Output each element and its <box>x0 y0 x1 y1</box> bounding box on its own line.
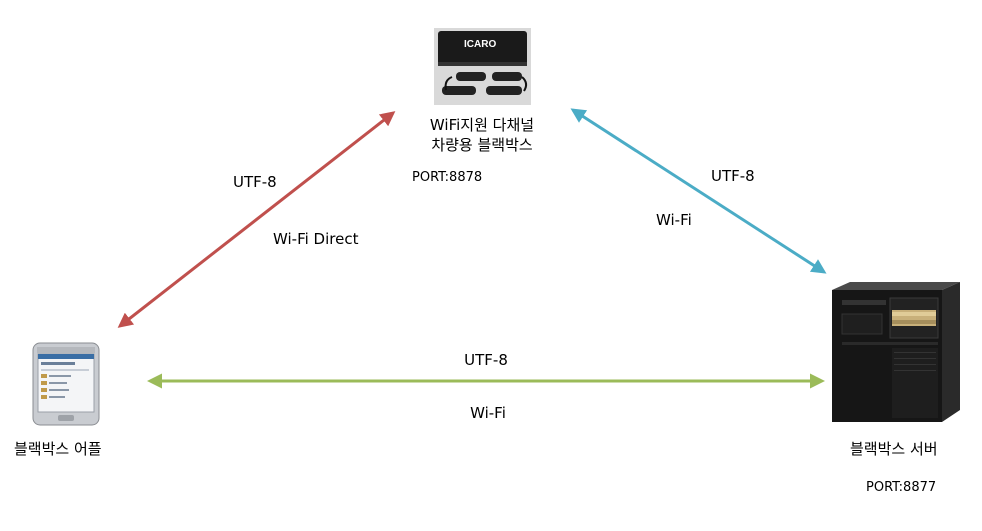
blackbox-title-line1: WiFi지원 다채널 <box>429 116 535 134</box>
server-image <box>832 282 960 422</box>
app-server-encoding: UTF-8 <box>464 351 508 369</box>
server-port: PORT:8877 <box>866 480 937 495</box>
app-blackbox-transport: Wi-Fi Direct <box>273 230 359 248</box>
blackbox-server-transport: Wi-Fi <box>656 211 692 229</box>
blackbox-server-encoding: UTF-8 <box>711 167 755 185</box>
blackbox-port: PORT:8878 <box>412 170 483 185</box>
server-title: 블랙박스 서버 <box>850 440 938 458</box>
device-brand-label: ICARO <box>464 39 497 50</box>
blackbox-device-image: ICARO <box>434 28 531 105</box>
arrow-app-blackbox <box>117 111 396 328</box>
arrow-blackbox-server <box>570 108 827 274</box>
app-blackbox-encoding: UTF-8 <box>233 173 277 191</box>
phone-app-image <box>32 342 100 426</box>
app-title: 블랙박스 어플 <box>14 440 102 458</box>
app-server-transport: Wi-Fi <box>470 404 506 422</box>
blackbox-title-line2: 차량용 블랙박스 <box>431 136 533 154</box>
